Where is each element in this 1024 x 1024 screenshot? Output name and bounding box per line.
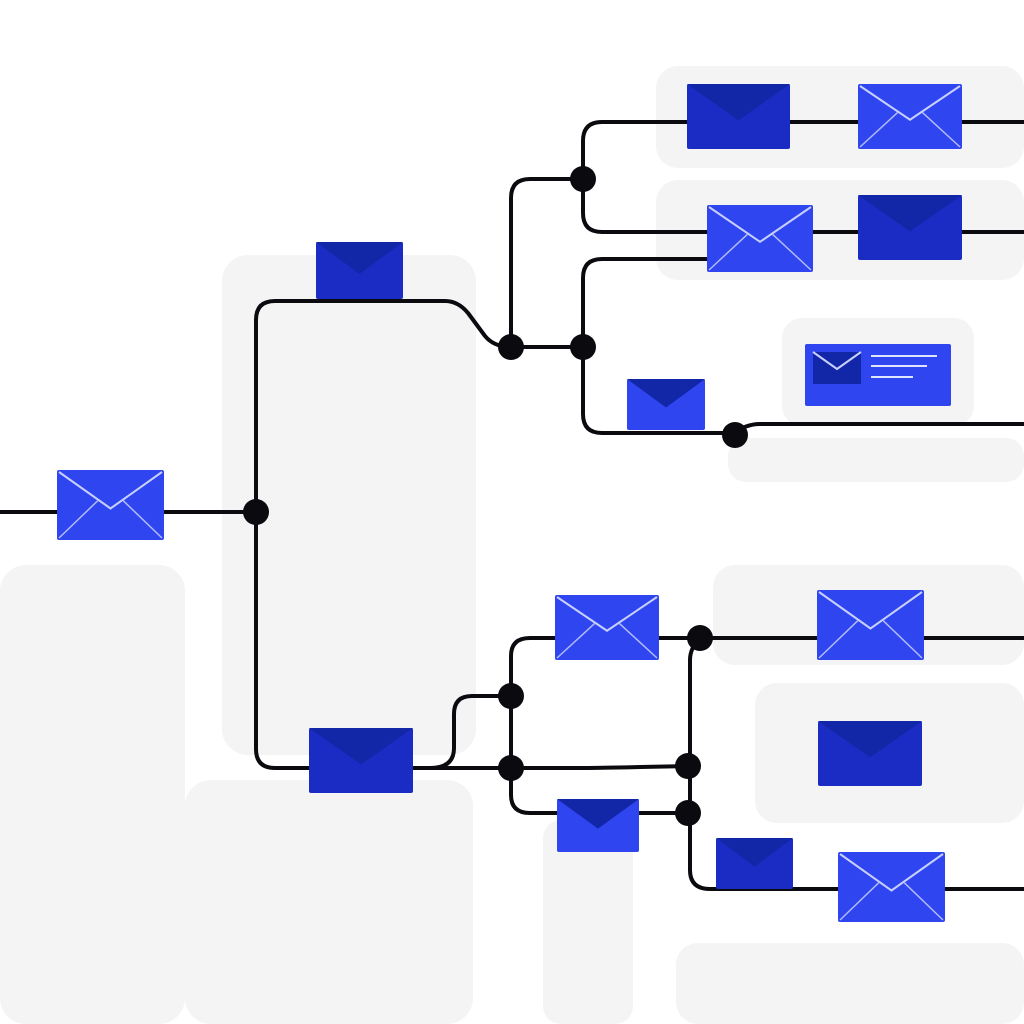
env-right-1-envelope-icon[interactable] bbox=[817, 590, 924, 660]
env-bottom-1-envelope-icon[interactable] bbox=[716, 838, 793, 889]
wire-row4 bbox=[581, 345, 1024, 435]
wire-lower-loop bbox=[428, 694, 513, 770]
envelope-icon bbox=[812, 351, 862, 384]
junction-nodes bbox=[243, 166, 748, 826]
junction-node bbox=[570, 166, 596, 192]
env-row2-1-envelope-icon[interactable] bbox=[707, 205, 813, 272]
junction-node bbox=[722, 422, 748, 448]
wire-trunk bbox=[254, 299, 585, 514]
wire-row3 bbox=[581, 257, 712, 349]
env-lower-2-envelope-icon[interactable] bbox=[557, 799, 639, 852]
wire-lower-down bbox=[509, 766, 690, 815]
card-text-lines bbox=[871, 355, 937, 378]
wire-lower-up bbox=[509, 636, 702, 770]
env-top-1-envelope-icon[interactable] bbox=[687, 84, 790, 149]
envelopes bbox=[57, 84, 962, 922]
junction-node bbox=[243, 499, 269, 525]
env-right-2-envelope-icon[interactable] bbox=[818, 721, 922, 786]
junction-node bbox=[675, 800, 701, 826]
env-row4-envelope-icon[interactable] bbox=[627, 379, 705, 430]
junction-node bbox=[498, 683, 524, 709]
env-row2-2-envelope-icon[interactable] bbox=[858, 195, 962, 260]
junction-node bbox=[498, 334, 524, 360]
message-card[interactable] bbox=[805, 344, 951, 406]
env-bottom-2-envelope-icon[interactable] bbox=[838, 852, 945, 922]
env-lower-1-envelope-icon[interactable] bbox=[555, 595, 659, 660]
wire-top-2 bbox=[581, 177, 1024, 234]
wire-top-1 bbox=[581, 120, 1024, 181]
junction-node bbox=[675, 753, 701, 779]
env-branch-lower-envelope-icon[interactable] bbox=[309, 728, 413, 793]
env-branch-upper-envelope-icon[interactable] bbox=[316, 242, 403, 299]
wire-up-top bbox=[509, 177, 585, 349]
env-top-2-envelope-icon[interactable] bbox=[858, 84, 962, 149]
junction-node bbox=[498, 755, 524, 781]
env-source-envelope-icon[interactable] bbox=[57, 470, 164, 540]
junction-node bbox=[570, 334, 596, 360]
junction-node bbox=[687, 625, 713, 651]
wire-trunk-lower bbox=[254, 510, 690, 770]
